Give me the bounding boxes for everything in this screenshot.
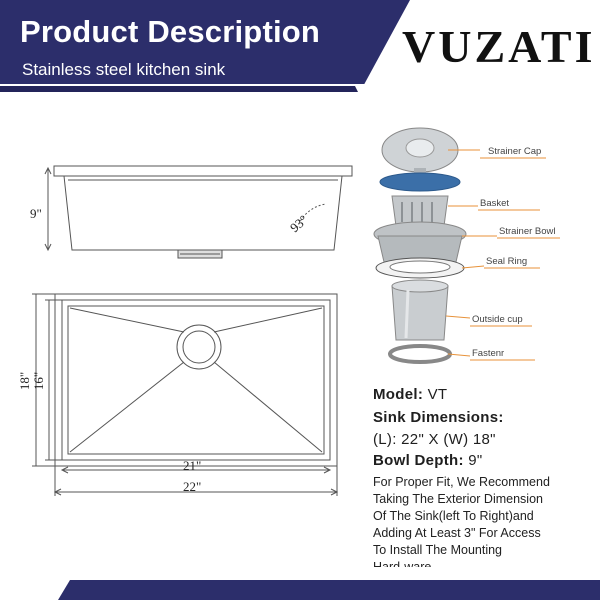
strainer-illustration bbox=[373, 127, 560, 364]
spec-model: Model: VT bbox=[373, 386, 447, 403]
installation-note-line: To Install The Mounting bbox=[373, 543, 503, 557]
banner-shape bbox=[0, 0, 600, 92]
side-height-label: 9" bbox=[30, 206, 42, 221]
top-view bbox=[32, 293, 339, 496]
installation-note-line: Hard-ware bbox=[373, 560, 432, 567]
footer-banner bbox=[58, 580, 600, 600]
inner-height-label: 16" bbox=[31, 371, 47, 391]
page-title: Product Description bbox=[20, 14, 321, 49]
header-banner: Product Description Stainless steel kitc… bbox=[0, 0, 600, 92]
part-label-fastener: Fastenr bbox=[472, 348, 505, 359]
brand-logo: VUZATI bbox=[402, 21, 596, 72]
part-label-basket: Basket bbox=[480, 198, 510, 209]
spec-dimensions-value: (L): 22" X (W) 18" bbox=[373, 431, 496, 448]
spec-dimensions-label: Sink Dimensions: bbox=[373, 409, 504, 426]
inner-width-label: 21" bbox=[183, 458, 202, 473]
spec-model-label: Model: bbox=[373, 386, 424, 403]
installation-note-line: Adding At Least 3" For Access bbox=[373, 526, 541, 540]
spec-model-value: VT bbox=[427, 386, 448, 403]
spec-depth: Bowl Depth: 9" bbox=[373, 452, 483, 469]
part-label-outside-cup: Outside cup bbox=[472, 314, 523, 325]
side-view bbox=[44, 165, 353, 259]
installation-note: For Proper Fit, We Recommend Taking The … bbox=[373, 474, 595, 567]
part-label-strainer-bowl: Strainer Bowl bbox=[499, 226, 556, 237]
part-label-seal-ring: Seal Ring bbox=[486, 256, 528, 267]
page-subtitle: Stainless steel kitchen sink bbox=[22, 60, 226, 79]
outer-width-label: 22" bbox=[183, 479, 202, 494]
installation-note-line: Of The Sink(left To Right)and bbox=[373, 509, 534, 523]
spec-depth-label: Bowl Depth: bbox=[373, 452, 464, 469]
installation-note-line: For Proper Fit, We Recommend bbox=[373, 475, 550, 489]
installation-note-line: Taking The Exterior Dimension bbox=[373, 492, 543, 506]
spec-dimensions-heading: Sink Dimensions: bbox=[373, 409, 504, 426]
part-label-strainer-cap: Strainer Cap bbox=[488, 146, 542, 157]
spec-depth-value: 9" bbox=[468, 452, 483, 469]
